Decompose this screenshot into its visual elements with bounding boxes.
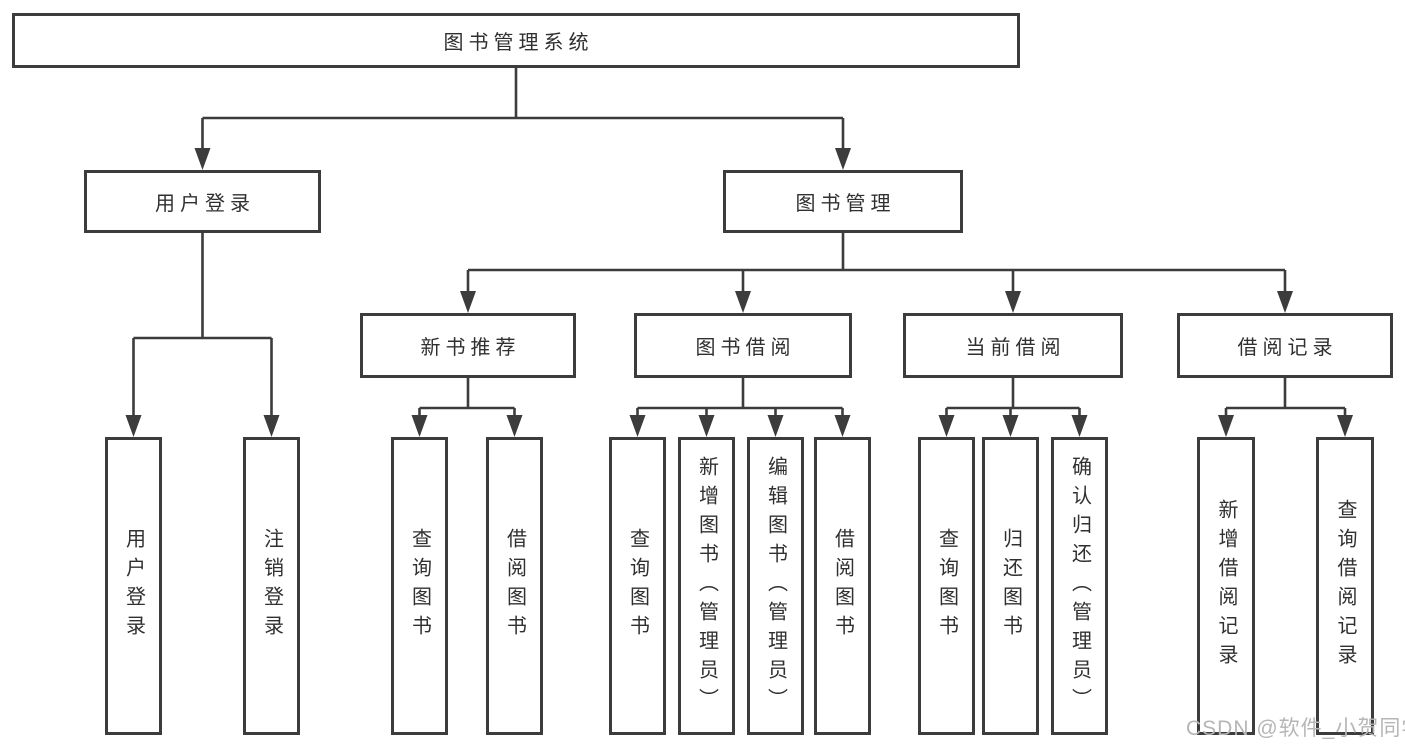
leaf-current-query-label: 查询图书 — [935, 528, 958, 644]
leaf-newbook-borrow: 借阅图书 — [486, 437, 543, 735]
node-borrow-records: 借阅记录 — [1177, 313, 1393, 378]
node-current-borrowing-label: 当前借阅 — [965, 337, 1066, 359]
leaf-user-login: 用户登录 — [105, 437, 162, 735]
leaf-borrow-book-label: 借阅图书 — [831, 528, 854, 644]
node-book-borrowing-label: 图书借阅 — [695, 337, 796, 359]
leaf-borrow-edit-admin: 编辑图书（管理员） — [747, 437, 804, 735]
node-user-login-label: 用户登录 — [155, 193, 255, 215]
node-new-book-recommend: 新书推荐 — [360, 313, 576, 378]
tree-edges — [132, 68, 1347, 417]
leaf-borrow-book: 借阅图书 — [814, 437, 871, 735]
leaf-confirm-return-admin: 确认归还（管理员） — [1051, 437, 1108, 735]
node-book-management-label: 图书管理 — [795, 193, 896, 215]
leaf-borrow-edit-admin-label: 编辑图书（管理员） — [764, 455, 787, 717]
leaf-query-borrow-record: 查询借阅记录 — [1316, 437, 1374, 735]
leaf-query-borrow-record-label: 查询借阅记录 — [1334, 499, 1356, 673]
node-current-borrowing: 当前借阅 — [903, 313, 1123, 378]
leaf-return-book-label: 归还图书 — [999, 528, 1022, 644]
node-book-borrowing: 图书借阅 — [634, 313, 852, 378]
node-new-book-recommend-label: 新书推荐 — [420, 337, 521, 359]
leaf-current-query: 查询图书 — [918, 437, 975, 735]
watermark: CSDN @软件_小贺同学 — [1186, 717, 1405, 740]
leaf-newbook-query: 查询图书 — [391, 437, 448, 735]
leaf-newbook-query-label: 查询图书 — [408, 528, 431, 644]
node-root: 图书管理系统 — [12, 13, 1020, 68]
node-root-label: 图书管理系统 — [443, 32, 594, 54]
node-borrow-records-label: 借阅记录 — [1237, 337, 1338, 359]
arrowhead-icons — [125, 148, 1353, 437]
leaf-borrow-query-label: 查询图书 — [626, 528, 649, 644]
leaf-newbook-borrow-label: 借阅图书 — [503, 528, 526, 644]
leaf-logout-label: 注销登录 — [260, 528, 283, 644]
leaf-add-borrow-record-label: 新增借阅记录 — [1215, 499, 1237, 673]
leaf-add-borrow-record: 新增借阅记录 — [1197, 437, 1255, 735]
leaf-borrow-add-admin: 新增图书（管理员） — [678, 437, 735, 735]
node-user-login: 用户登录 — [84, 170, 321, 233]
leaf-logout: 注销登录 — [243, 437, 300, 735]
leaf-borrow-query: 查询图书 — [609, 437, 666, 735]
leaf-user-login-label: 用户登录 — [122, 528, 145, 644]
node-book-management: 图书管理 — [723, 170, 963, 233]
leaf-return-book: 归还图书 — [982, 437, 1039, 735]
leaf-confirm-return-admin-label: 确认归还（管理员） — [1068, 455, 1091, 717]
leaf-borrow-add-admin-label: 新增图书（管理员） — [695, 455, 718, 717]
